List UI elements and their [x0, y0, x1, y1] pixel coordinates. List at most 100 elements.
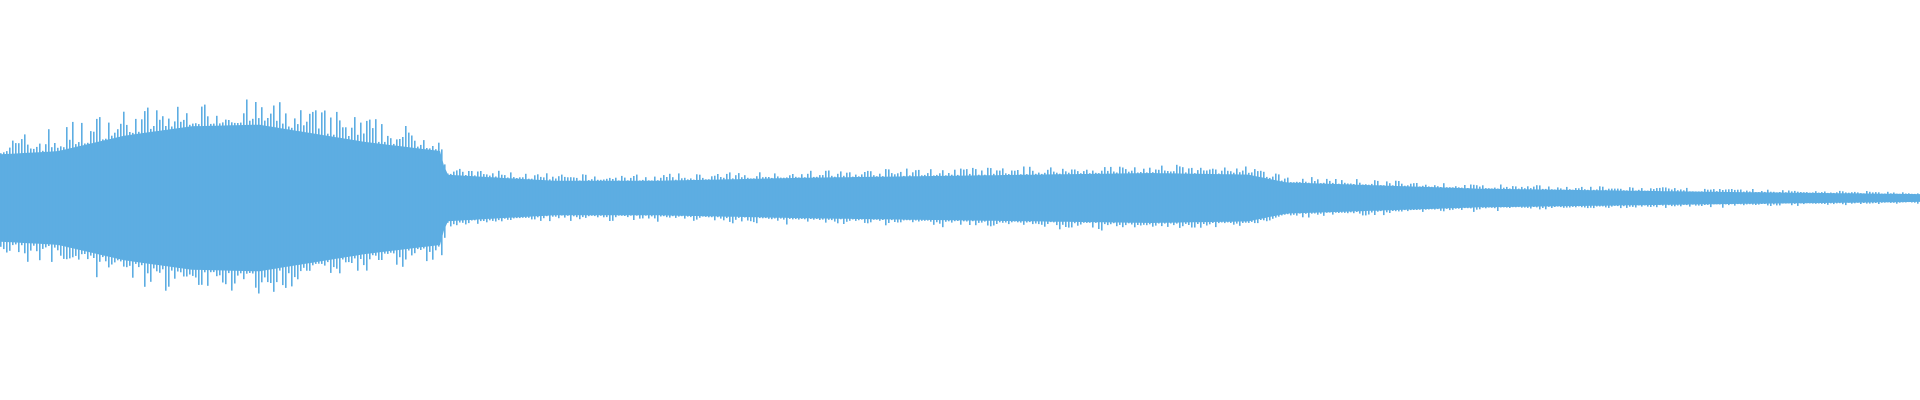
waveform-bar: [1524, 188, 1526, 208]
waveform-bar: [1737, 189, 1739, 205]
waveform-bar: [1791, 191, 1793, 206]
waveform-bar: [939, 173, 941, 224]
waveform-bar: [1644, 190, 1646, 206]
waveform-bar: [300, 110, 302, 272]
waveform-bar: [87, 142, 89, 260]
waveform-bar: [1362, 184, 1364, 216]
waveform-bar: [123, 111, 125, 267]
waveform-bar: [633, 176, 635, 220]
waveform-bar: [1572, 189, 1574, 207]
waveform-bar: [438, 142, 440, 247]
waveform-bar: [1305, 181, 1307, 214]
waveform-bar: [594, 176, 596, 217]
waveform-bar: [1239, 172, 1241, 226]
waveform-bar: [798, 177, 800, 220]
waveform-bar: [507, 177, 509, 220]
waveform-bar: [1554, 189, 1556, 207]
waveform-bar: [1803, 192, 1805, 205]
waveform-bar: [54, 143, 56, 248]
waveform-bar: [1371, 183, 1373, 213]
waveform-bar: [891, 173, 893, 221]
waveform-bar: [1302, 178, 1304, 218]
waveform-bar: [399, 139, 401, 258]
waveform-bar: [582, 174, 584, 218]
waveform-bar: [1566, 186, 1568, 208]
waveform-bar: [1476, 185, 1478, 210]
waveform-bar: [1767, 189, 1769, 206]
waveform-bar: [1677, 190, 1679, 206]
waveform-bar: [546, 173, 548, 217]
waveform-bar: [1296, 181, 1298, 216]
waveform-bar: [1116, 172, 1118, 227]
waveform-bar: [717, 174, 719, 218]
waveform-bar: [414, 140, 416, 254]
waveform-bar: [1500, 184, 1502, 208]
waveform-bar: [1011, 170, 1013, 223]
waveform-bar: [1503, 187, 1505, 208]
waveform-bar: [1374, 180, 1376, 215]
waveform-bar: [1110, 166, 1112, 225]
waveform-bar: [1776, 192, 1778, 206]
waveform-bar: [705, 179, 707, 217]
waveform-bar: [1245, 166, 1247, 223]
waveform-bar: [1743, 191, 1745, 206]
waveform-bar: [1275, 173, 1277, 218]
waveform-bar: [1272, 176, 1274, 219]
waveform-bar: [1863, 193, 1865, 203]
waveform-bar: [1179, 166, 1181, 228]
waveform-bar: [114, 132, 116, 263]
waveform-bar: [111, 135, 113, 265]
waveform-bar: [141, 119, 143, 266]
waveform-bar: [1446, 187, 1448, 209]
waveform-bar: [1215, 169, 1217, 228]
waveform-bar: [1902, 192, 1904, 203]
waveform-bar: [531, 178, 533, 220]
waveform-bar: [117, 129, 119, 261]
waveform-bar: [282, 123, 284, 286]
waveform-bar: [1650, 188, 1652, 207]
waveform-bar: [741, 177, 743, 222]
waveform-bar: [552, 176, 554, 217]
waveform-bar: [1668, 188, 1670, 206]
waveform-bar: [39, 143, 41, 261]
waveform-bar: [558, 176, 560, 219]
waveform-bar: [777, 176, 779, 221]
waveform-bar: [1401, 183, 1403, 212]
waveform-bar: [1653, 189, 1655, 207]
waveform-bar: [264, 120, 266, 278]
waveform-bar: [897, 173, 899, 223]
waveform-bar: [1386, 181, 1388, 213]
waveform-bar: [804, 177, 806, 220]
waveform-bar: [30, 148, 32, 251]
waveform-bar: [1119, 166, 1121, 225]
waveform-bar: [102, 139, 104, 258]
waveform-bar: [810, 170, 812, 219]
waveform-bar: [1857, 192, 1859, 203]
waveform-bar: [966, 169, 968, 222]
waveform-bar: [951, 174, 953, 223]
waveform-bar: [3, 152, 5, 250]
waveform-bar: [1152, 172, 1154, 227]
waveform-bar: [696, 174, 698, 220]
waveform-bar: [1731, 189, 1733, 205]
waveform-bar: [1164, 170, 1166, 224]
waveform-bar: [168, 118, 170, 287]
waveform-bar: [1551, 189, 1553, 208]
waveform-bar: [498, 170, 500, 221]
waveform-bar: [327, 133, 329, 263]
waveform-bar: [1593, 189, 1595, 209]
waveform-bar: [1905, 193, 1907, 203]
waveform-bar: [792, 174, 794, 220]
waveform-bar: [453, 171, 455, 225]
waveform-bar: [579, 180, 581, 220]
waveform-bar: [222, 122, 224, 283]
waveform-bar: [1212, 168, 1214, 223]
waveform-bar: [288, 126, 290, 274]
waveform-bar: [12, 140, 14, 246]
waveform-bar: [801, 174, 803, 219]
waveform-bar: [1311, 177, 1313, 214]
waveform-bar: [1716, 191, 1718, 205]
waveform-bar: [297, 124, 299, 280]
waveform-bar: [1464, 185, 1466, 209]
waveform-bar: [1203, 170, 1205, 224]
